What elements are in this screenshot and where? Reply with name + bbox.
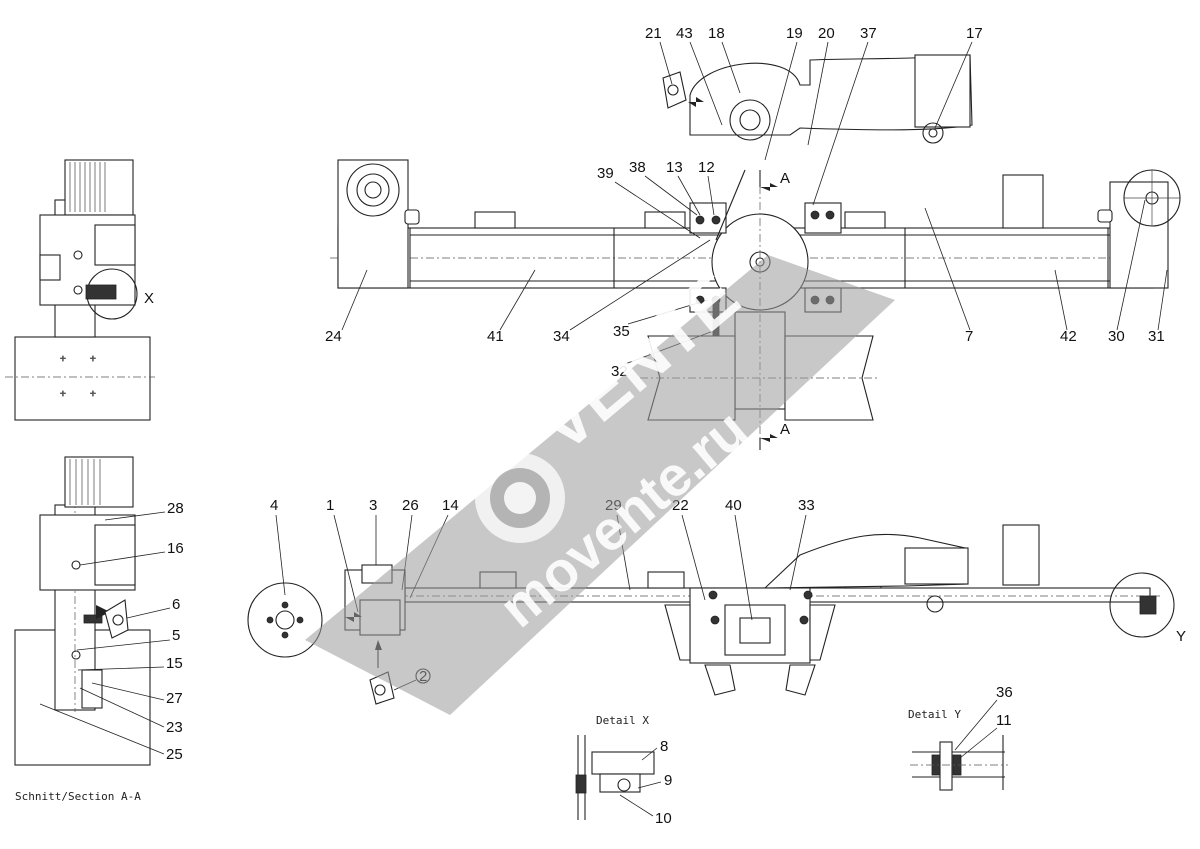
part-label-1: 1 <box>326 497 334 514</box>
part-label-4: 4 <box>270 497 278 514</box>
rail-beam-top <box>14 336 151 421</box>
svg-text:+: + <box>60 389 66 400</box>
part-label-15: 15 <box>166 655 183 672</box>
part-label-26: 26 <box>402 497 419 514</box>
plan-callouts: 21 43 18 19 20 37 17 39 38 13 12 24 41 3… <box>325 25 1168 380</box>
section-mark-bottom: A <box>780 421 790 438</box>
part-label-21: 21 <box>645 25 662 42</box>
drive-motor-section <box>64 456 134 508</box>
part-label-18: 18 <box>708 25 725 42</box>
section-a-a <box>14 456 151 766</box>
bearing-unit-icon <box>104 599 129 639</box>
part-label-28: 28 <box>167 500 184 517</box>
part-label-19: 19 <box>786 25 803 42</box>
part-label-25: 25 <box>166 746 183 763</box>
section-mark-top: A <box>780 170 790 187</box>
detail-y-title: Detail Y <box>908 708 961 721</box>
part-label-7: 7 <box>965 328 973 345</box>
part-label-6: 6 <box>172 596 180 613</box>
part-label-30: 30 <box>1108 328 1125 345</box>
part-label-31: 31 <box>1148 328 1165 345</box>
section-callouts: 28 16 6 5 15 27 23 25 Schnitt/Section A-… <box>15 500 184 803</box>
detail-y: Detail Y 36 11 <box>908 684 1013 791</box>
part-label-41: 41 <box>487 328 504 345</box>
view-y-mark: Y <box>1176 628 1186 645</box>
part-label-14: 14 <box>442 497 459 514</box>
part-label-35: 35 <box>613 323 630 340</box>
drive-housing <box>689 54 973 136</box>
part-label-12: 12 <box>698 159 715 176</box>
part-label-43: 43 <box>676 25 693 42</box>
watermark-band <box>305 255 895 715</box>
part-label-37: 37 <box>860 25 877 42</box>
part-label-24: 24 <box>325 328 342 345</box>
side-view-top: + + + + X <box>5 159 155 421</box>
drive-motor-top <box>64 159 134 216</box>
bearing-unit-icon-2 <box>662 71 687 109</box>
part-label-17: 17 <box>966 25 983 42</box>
drive-elevation <box>662 54 973 144</box>
part-label-33: 33 <box>798 497 815 514</box>
part-label-40: 40 <box>725 497 742 514</box>
part-label-34: 34 <box>553 328 570 345</box>
part-label-13: 13 <box>666 159 683 176</box>
part-label-20: 20 <box>818 25 835 42</box>
part-label-9: 9 <box>664 772 672 789</box>
part-label-27: 27 <box>166 690 183 707</box>
svg-text:+: + <box>60 354 66 365</box>
part-label-42: 42 <box>1060 328 1077 345</box>
part-label-36: 36 <box>996 684 1013 701</box>
part-label-5: 5 <box>172 627 180 644</box>
svg-text:+: + <box>90 389 96 400</box>
detail-y-circle <box>1109 572 1175 638</box>
part-label-16: 16 <box>167 540 184 557</box>
end-flange-disk <box>247 582 323 658</box>
part-label-39: 39 <box>597 165 614 182</box>
part-label-10: 10 <box>655 810 672 827</box>
part-label-23: 23 <box>166 719 183 736</box>
part-label-11: 11 <box>996 712 1012 729</box>
section-title: Schnitt/Section A-A <box>15 790 141 803</box>
part-label-3: 3 <box>369 497 377 514</box>
view-x-mark: X <box>144 290 154 307</box>
part-label-38: 38 <box>629 159 646 176</box>
detail-x: Detail X 8 9 10 <box>575 714 672 827</box>
detail-x-title: Detail X <box>596 714 649 727</box>
svg-text:+: + <box>90 354 96 365</box>
part-label-8: 8 <box>660 738 668 755</box>
